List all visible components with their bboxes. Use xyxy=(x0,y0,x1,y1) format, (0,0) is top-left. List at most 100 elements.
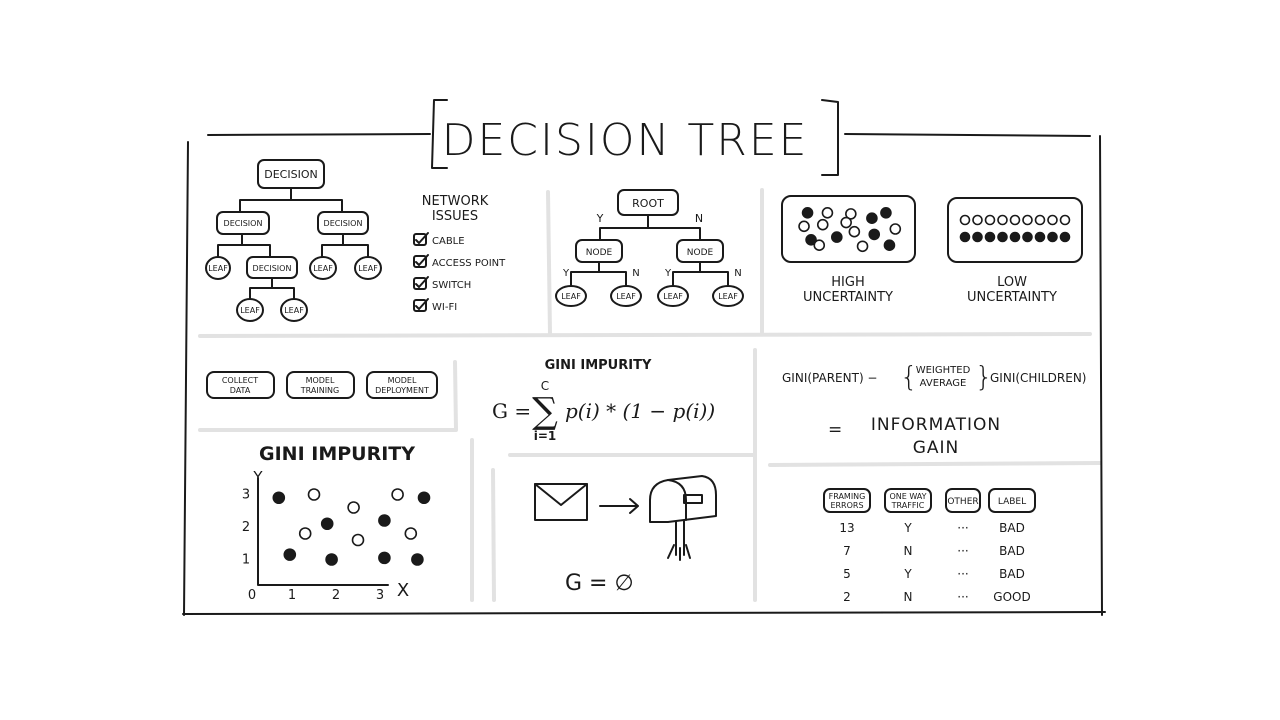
filled-dot xyxy=(984,231,996,243)
scatter-point-hollow xyxy=(404,527,418,540)
table-header: OTHER xyxy=(945,488,981,513)
uncertainty-comparison: HIGH UNCERTAINTY LOW UNCERTAINTY xyxy=(781,195,1083,305)
low-uncertainty-label: UNCERTAINTY xyxy=(967,290,1057,305)
hollow-dot xyxy=(1047,214,1058,226)
filled-dot xyxy=(972,231,983,243)
tree-decision-node: DECISION xyxy=(224,219,263,228)
pipeline-step: COLLECT xyxy=(222,376,258,385)
root-node: ROOT xyxy=(632,197,664,210)
checkmark-icon xyxy=(415,254,429,266)
tree-leaf: LEAF xyxy=(313,264,333,273)
hollow-dot xyxy=(959,214,971,226)
hollow-dot xyxy=(1009,214,1021,226)
table-header: LABEL xyxy=(988,488,1036,513)
ml-pipeline: COLLECT DATA MODEL TRAINING MODEL DEPLOY… xyxy=(206,371,438,399)
high-uncertainty-label: HIGH xyxy=(831,275,864,290)
filled-dot xyxy=(959,231,971,243)
filled-dot xyxy=(1034,231,1046,243)
checklist-label: WI-FI xyxy=(432,302,457,313)
gini-formula-heading: GINI IMPURITY xyxy=(545,358,652,373)
table-cell: 7 xyxy=(843,544,851,558)
scatter-point-hollow xyxy=(307,488,321,501)
scatter-point-hollow xyxy=(347,501,360,514)
tree-decision-node: DECISION xyxy=(324,219,363,228)
scatter-point-hollow xyxy=(298,527,312,540)
tree-leaf: LEAF xyxy=(284,306,304,315)
hollow-dot xyxy=(972,214,983,226)
y-tick-label: 3 xyxy=(242,488,250,503)
pipeline-step: MODEL xyxy=(388,376,417,385)
table-cell: N xyxy=(904,590,913,604)
scatter-point-filled xyxy=(411,553,424,566)
yes-label: Y xyxy=(562,268,570,279)
filled-dot xyxy=(880,207,892,219)
root-node-tree: ROOT Y N NODE NODE Y N Y N LEAF LEAF LEA… xyxy=(555,189,744,307)
filled-dot xyxy=(1047,231,1058,243)
gain-equals: = xyxy=(828,420,842,440)
scatter-point-hollow xyxy=(391,488,404,501)
table-cell: ··· xyxy=(957,590,968,604)
hollow-dot xyxy=(816,218,829,231)
checklist-item: CABLE xyxy=(413,232,465,247)
sum-symbol: ∑ xyxy=(532,391,558,432)
filled-dot xyxy=(868,228,881,241)
arrow-icon xyxy=(599,498,639,514)
hollow-dot xyxy=(848,225,861,238)
checkbox-icon xyxy=(413,255,427,268)
tree-leaf: LEAF xyxy=(208,264,228,273)
y-axis-label: Y xyxy=(252,468,263,486)
gain-children: GINI(CHILDREN) xyxy=(990,371,1086,385)
low-uncertainty-box xyxy=(947,197,1083,263)
x-tick-label: 2 xyxy=(332,588,340,603)
svg-text:FRAMING: FRAMING xyxy=(829,492,866,501)
hollow-dot xyxy=(845,208,857,220)
table-cell: Y xyxy=(903,521,912,535)
panel-dividers xyxy=(198,188,1102,602)
gain-result: INFORMATION xyxy=(871,415,1001,435)
checkmark-icon xyxy=(415,298,429,310)
scatter-point-filled xyxy=(272,491,286,505)
x-axis-label: X xyxy=(397,580,409,601)
checklist-item: SWITCH xyxy=(413,276,471,291)
gain-result: GAIN xyxy=(913,438,960,458)
filled-dot xyxy=(1059,231,1071,243)
information-gain: GINI(PARENT) − { WEIGHTED AVERAGE } GINI… xyxy=(782,360,1086,458)
leaf: LEAF xyxy=(616,292,636,301)
filled-dot xyxy=(805,234,817,246)
formula-body: p(i) * (1 − p(i)) xyxy=(565,399,715,423)
brace-left: { xyxy=(900,360,918,393)
filled-dot xyxy=(883,239,896,251)
filled-dot xyxy=(801,207,814,219)
x-tick-label: 0 xyxy=(248,588,256,603)
hollow-dot xyxy=(1059,214,1071,226)
filled-dot xyxy=(866,212,878,224)
hollow-dot xyxy=(821,207,834,219)
hollow-dot xyxy=(1022,214,1033,226)
svg-text:TRAFFIC: TRAFFIC xyxy=(891,501,925,510)
checkbox-icon xyxy=(413,233,427,246)
decision-tree-example: DECISION DECISION DECISION LEAF DECISION… xyxy=(205,159,382,322)
x-tick-label: 3 xyxy=(376,588,384,603)
hollow-dot xyxy=(1034,214,1046,226)
hollow-dot xyxy=(798,220,810,233)
scatter-point-filled xyxy=(378,551,391,565)
low-uncertainty-label: LOW xyxy=(997,275,1027,290)
leaf: LEAF xyxy=(718,292,738,301)
checklist-heading: NETWORK xyxy=(422,194,489,209)
hollow-dot xyxy=(889,223,902,235)
hollow-dot xyxy=(997,214,1008,226)
scatter-point-filled xyxy=(325,553,338,566)
gain-average: AVERAGE xyxy=(920,378,967,389)
tree-leaf: LEAF xyxy=(240,306,260,315)
hollow-dot xyxy=(840,216,852,229)
checklist-label: SWITCH xyxy=(432,280,471,291)
checklist-item: ACCESS POINT xyxy=(413,254,506,269)
formula-lhs: G = xyxy=(492,399,531,423)
